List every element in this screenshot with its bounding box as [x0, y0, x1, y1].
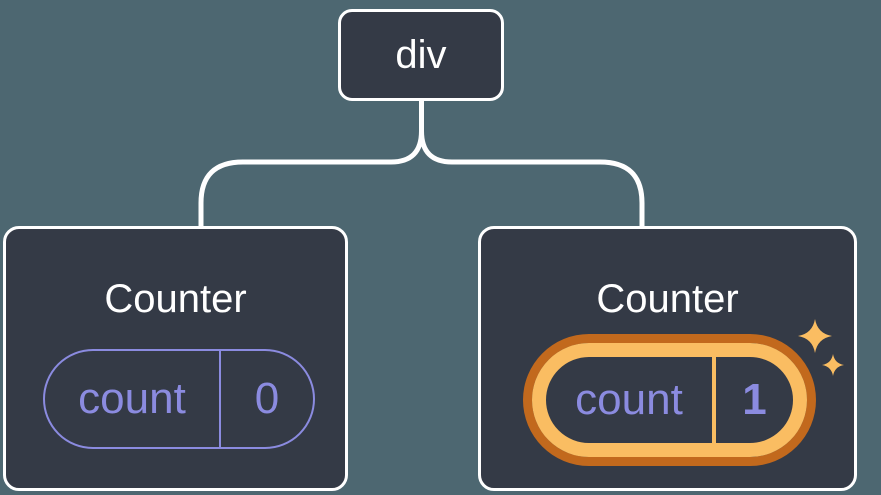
state-pill-highlighted: count 1	[532, 343, 807, 457]
state-key-label: count	[45, 351, 221, 447]
root-node-label: div	[395, 32, 447, 77]
state-value: 1	[742, 375, 767, 424]
root-node: div	[338, 9, 504, 101]
connector-left-branch	[198, 128, 424, 230]
state-value: 0	[254, 374, 280, 423]
counter-left-title: Counter	[104, 277, 247, 321]
connector-right-branch	[419, 128, 645, 230]
state-pill-left: count 0	[43, 349, 315, 449]
state-key-label: count	[546, 357, 716, 443]
counter-right-title: Counter	[596, 277, 739, 321]
counter-card-left: Counter count 0	[3, 226, 348, 491]
counter-card-right: Counter count 1	[478, 226, 857, 491]
